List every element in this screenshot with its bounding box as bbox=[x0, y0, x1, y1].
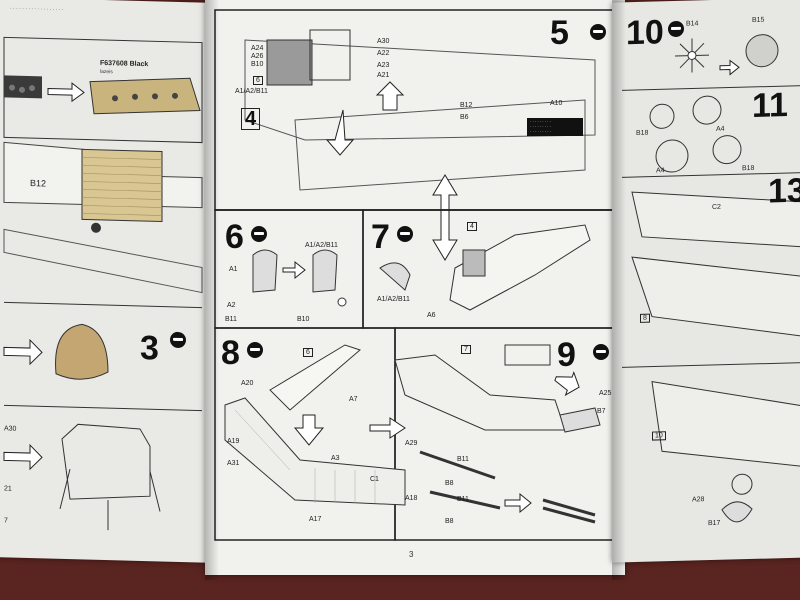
right-label-6: C2 bbox=[712, 203, 721, 211]
step-9-glue-icon bbox=[593, 344, 609, 360]
step5-label-6: A21 bbox=[377, 72, 390, 79]
step-8-number: 8 bbox=[221, 334, 240, 372]
step5-label-2: B10 bbox=[251, 61, 264, 68]
right-gutter-shadow bbox=[612, 0, 626, 580]
step-6-glue-icon bbox=[251, 226, 267, 242]
step9-label-1: B7 bbox=[597, 408, 606, 415]
step9-label-3: B11 bbox=[457, 456, 469, 463]
step9-callout-number: 7 bbox=[461, 345, 471, 354]
step8-label-2: A19 bbox=[227, 438, 240, 445]
right-label-9: B17 bbox=[708, 519, 721, 528]
part-a30-label: A30 bbox=[4, 425, 17, 433]
step-11-number: 11 bbox=[752, 86, 788, 125]
right-page-drawings bbox=[622, 34, 800, 523]
step-7-glue-icon bbox=[397, 226, 413, 242]
paint-label: F637608 Black bbox=[100, 59, 149, 69]
right-label-0: B14 bbox=[686, 20, 699, 28]
step8-callout-number: 6 bbox=[303, 348, 313, 357]
step7-label-1: A6 bbox=[427, 312, 436, 319]
step6-label-3: B11 bbox=[225, 316, 237, 323]
center-page-drawings bbox=[214, 9, 616, 541]
step-5-number: 5 bbox=[550, 14, 569, 52]
step5-callout-parts: A1/A2/B11 bbox=[235, 88, 268, 95]
step8-label-6: A18 bbox=[405, 495, 418, 502]
right-label-7: 8 bbox=[640, 313, 650, 323]
left-page-drawings bbox=[3, 36, 203, 531]
step5-label-4: A22 bbox=[377, 50, 390, 57]
step6-label-2: A2 bbox=[227, 302, 236, 309]
left-page: · · · · · · · · · · · · · · · · · · F637… bbox=[0, 0, 218, 563]
step9-label-4: B8 bbox=[445, 480, 454, 487]
step5-label-9: A10 bbox=[550, 100, 563, 107]
step-7-number: 7 bbox=[371, 218, 390, 256]
part-b12-label: B12 bbox=[30, 178, 47, 189]
step-13-number: 13 bbox=[768, 171, 800, 211]
step7-label-0: A1/A2/B11 bbox=[377, 296, 410, 303]
center-page: 5 A24 A26 B10 A30 A22 A23 A21 B12 B6 A10… bbox=[205, 0, 625, 575]
step9-label-2: A29 bbox=[405, 440, 418, 447]
step6-label-0: A1 bbox=[229, 266, 238, 273]
step-10-number: 10 bbox=[626, 13, 664, 53]
step5-label-3: A30 bbox=[377, 38, 390, 45]
right-label-4: A4 bbox=[656, 167, 665, 175]
part-21-label: 21 bbox=[4, 485, 12, 493]
step8-label-7: A17 bbox=[309, 516, 322, 523]
right-page: 10 11 13 B14 B15 B18 A4 A4 B18 C2 8 A28 … bbox=[612, 0, 800, 563]
right-label-2: B18 bbox=[636, 129, 649, 137]
step5-label-0: A24 bbox=[251, 45, 264, 52]
step5-label-7: B12 bbox=[460, 102, 473, 109]
page-number: 3 bbox=[409, 550, 414, 559]
step8-label-0: A20 bbox=[241, 380, 254, 387]
paint-sub-label: lazeis bbox=[100, 68, 113, 76]
step5-callout-number: 6 bbox=[253, 76, 263, 85]
step8-label-5: C1 bbox=[370, 476, 379, 483]
left-gutter-shadow bbox=[205, 0, 219, 580]
step8-label-4: A31 bbox=[227, 460, 240, 467]
step5-label-1: A26 bbox=[251, 53, 264, 60]
step-8-glue-icon bbox=[247, 342, 263, 358]
step8-label-1: A7 bbox=[349, 396, 358, 403]
step9-label-6: B8 bbox=[445, 518, 454, 525]
step7-callout-number: 4 bbox=[467, 222, 477, 231]
right-label-8: A28 bbox=[692, 496, 705, 504]
part-7-label: 7 bbox=[4, 517, 8, 525]
right-label-1: B15 bbox=[752, 16, 765, 24]
step-9-number: 9 bbox=[557, 336, 576, 374]
step5-label-5: A23 bbox=[377, 62, 390, 69]
step-5-glue-icon bbox=[590, 24, 606, 40]
step9-label-5: B11 bbox=[457, 496, 469, 503]
step-3-glue-icon bbox=[170, 331, 186, 349]
step-3-number: 3 bbox=[140, 328, 159, 368]
step5-arrow-number: 4 bbox=[241, 108, 261, 130]
step9-label-0: A25 bbox=[599, 390, 612, 397]
right-label-3: A4 bbox=[716, 125, 725, 133]
step8-label-3: A3 bbox=[331, 455, 340, 462]
step5-label-8: B6 bbox=[460, 114, 469, 121]
right-label-5: B18 bbox=[742, 164, 755, 173]
step-6-number: 6 bbox=[225, 218, 244, 256]
right-mini-step: 10 bbox=[652, 431, 666, 441]
step5-warning-box: · · · · · · · · ·· · · · · · · · ·· · · … bbox=[527, 118, 583, 137]
step6-label-1: A1/A2/B11 bbox=[305, 242, 338, 249]
step6-label-4: B10 bbox=[297, 316, 310, 323]
